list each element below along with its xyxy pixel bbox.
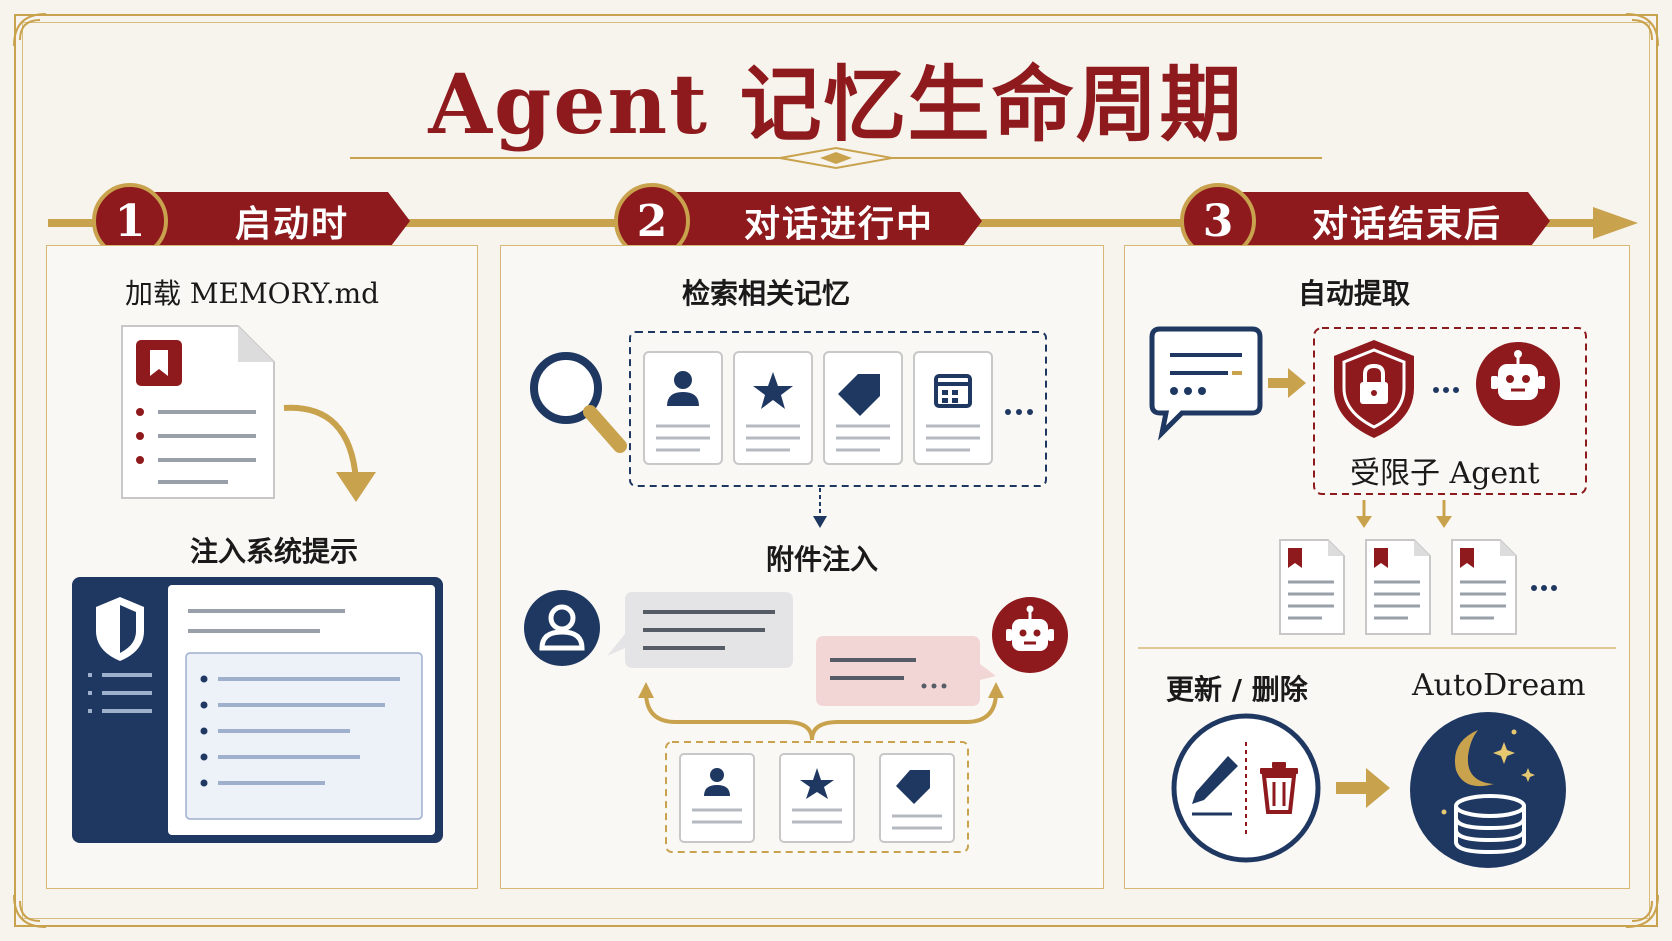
memory-card-star bbox=[779, 753, 855, 843]
memory-cards-attached bbox=[665, 741, 969, 853]
tag-icon bbox=[838, 374, 880, 416]
memory-file bbox=[1279, 539, 1345, 635]
step-banner-2: 对话进行中 bbox=[662, 192, 982, 250]
star-icon bbox=[800, 768, 834, 799]
person-icon bbox=[539, 604, 585, 651]
step-banner-1: 启动时 bbox=[140, 192, 410, 250]
outer-frame bbox=[14, 14, 1658, 927]
memory-card-tag bbox=[823, 351, 903, 465]
memory-card-person bbox=[643, 351, 723, 465]
robot-icon bbox=[1006, 605, 1054, 651]
restricted-subagent-label: 受限子 Agent bbox=[1350, 456, 1540, 491]
robot-icon bbox=[1491, 350, 1545, 400]
panel3-divider bbox=[1138, 647, 1616, 649]
calendar-icon bbox=[934, 374, 972, 408]
memory-files-output bbox=[1279, 539, 1557, 635]
feedback-arrows bbox=[638, 682, 1004, 741]
memory-card-calendar bbox=[913, 351, 993, 465]
robot-avatar bbox=[992, 597, 1068, 673]
title-divider bbox=[350, 146, 1322, 170]
retrieve-memory-label: 检索相关记忆 bbox=[682, 277, 851, 310]
chat-icon bbox=[1149, 326, 1263, 441]
autodream-label: AutoDream bbox=[1412, 668, 1586, 703]
step-banner-3: 对话结束后 bbox=[1230, 192, 1550, 250]
edit-delete-circle bbox=[1171, 713, 1321, 863]
step-label-3: 对话结束后 bbox=[1311, 204, 1502, 245]
memory-card-tag bbox=[879, 753, 955, 843]
agent-chat-bubble bbox=[816, 636, 996, 706]
memory-file bbox=[1365, 539, 1431, 635]
corner-ornament-tl bbox=[13, 13, 47, 47]
lock-shield-icon bbox=[1334, 340, 1414, 438]
corner-ornament-tr bbox=[1625, 13, 1659, 47]
memory-file bbox=[1451, 539, 1517, 635]
corner-ornament-bl bbox=[13, 894, 47, 928]
auto-extract-label: 自动提取 bbox=[1298, 277, 1411, 310]
memory-card-person bbox=[679, 753, 755, 843]
shield-icon bbox=[96, 597, 144, 661]
inject-system-prompt-label: 注入系统提示 bbox=[190, 535, 359, 568]
memory-document bbox=[121, 325, 275, 499]
memory-card-star bbox=[733, 351, 813, 465]
trash-icon bbox=[1260, 762, 1298, 814]
autodream-circle bbox=[1410, 712, 1566, 868]
inner-frame bbox=[22, 22, 1650, 919]
curved-arrow bbox=[283, 404, 376, 502]
down-arrows-output bbox=[1356, 500, 1452, 528]
pencil-icon bbox=[1192, 756, 1238, 816]
update-delete-label: 更新 / 删除 bbox=[1166, 673, 1308, 706]
step-label-2: 对话进行中 bbox=[743, 204, 934, 245]
page-title: Agent 记忆生命周期 bbox=[428, 57, 1244, 153]
step-label-1: 启动时 bbox=[234, 204, 349, 245]
person-icon bbox=[667, 371, 699, 406]
down-arrow-retrieve bbox=[813, 488, 827, 528]
memory-cards-retrieved bbox=[629, 331, 1047, 487]
sub-agent-box bbox=[1313, 327, 1587, 495]
arrow-to-subagent bbox=[1268, 368, 1306, 398]
arrow-to-autodream bbox=[1336, 768, 1390, 808]
user-chat-bubble bbox=[607, 592, 793, 668]
user-avatar bbox=[524, 590, 600, 666]
system-prompt-window bbox=[72, 577, 443, 843]
search-icon bbox=[530, 352, 627, 453]
moon-stars-icon bbox=[1441, 729, 1535, 815]
database-icon bbox=[1454, 794, 1526, 855]
star-icon bbox=[753, 372, 793, 409]
attachment-inject-label: 附件注入 bbox=[766, 543, 879, 576]
tag-icon bbox=[896, 770, 930, 804]
bookmark-icon bbox=[136, 340, 182, 386]
person-icon bbox=[704, 768, 730, 796]
corner-ornament-br bbox=[1625, 894, 1659, 928]
load-memory-label: 加载 MEMORY.md bbox=[125, 277, 380, 310]
